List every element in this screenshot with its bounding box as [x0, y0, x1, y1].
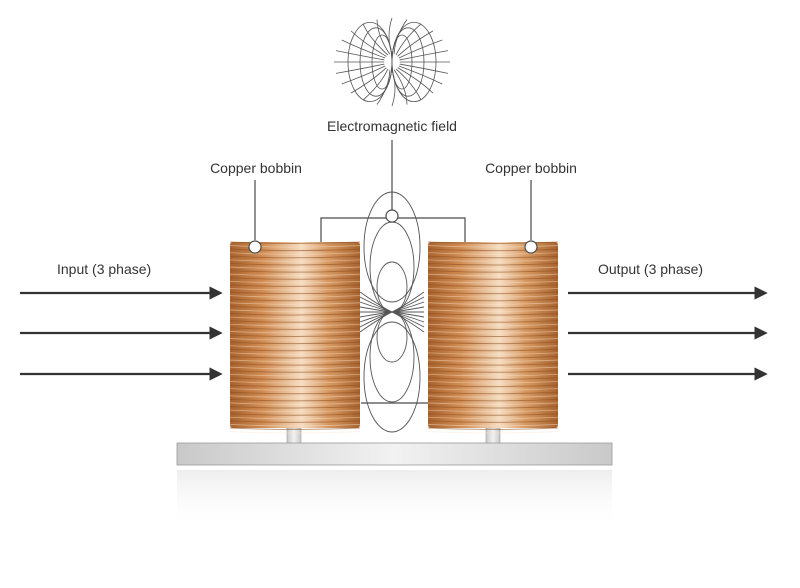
bobbin-left-label: Copper bobbin	[210, 160, 302, 176]
field-callout-dot	[385, 209, 399, 223]
copper-bobbin-right	[427, 241, 559, 434]
field-label: Electromagnetic field	[327, 118, 457, 134]
output-arrows	[568, 286, 768, 381]
copper-bobbin-left	[229, 241, 361, 434]
bobbin-right-label: Copper bobbin	[485, 160, 577, 176]
output-label: Output (3 phase)	[598, 261, 703, 277]
input-arrows	[20, 286, 223, 381]
electromagnetic-field-icon	[334, 17, 450, 107]
field-lines	[359, 191, 425, 433]
input-label: Input (3 phase)	[57, 261, 151, 277]
base-plate	[176, 427, 613, 530]
callout-left	[248, 180, 262, 254]
callout-right	[524, 180, 538, 254]
